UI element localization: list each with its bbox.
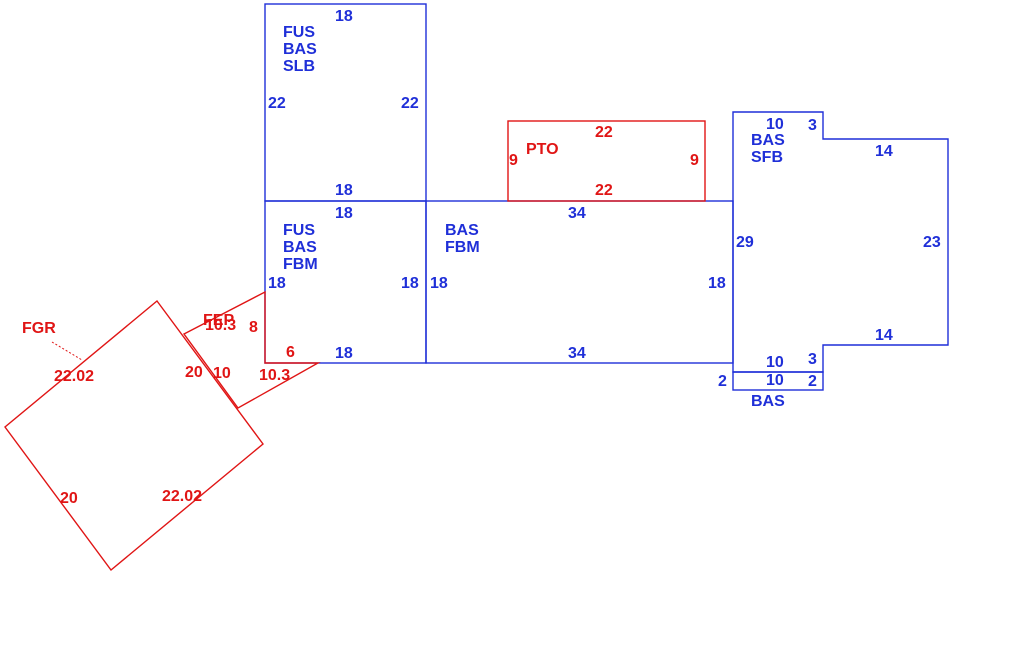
dimension-label: 22.02 bbox=[162, 488, 202, 505]
area-label: FEP bbox=[203, 312, 234, 329]
dimension-label: 18 bbox=[335, 182, 353, 199]
dimension-label: 10.3 bbox=[259, 367, 290, 384]
area-label: SFB bbox=[751, 149, 783, 166]
bas-small-area bbox=[732, 371, 824, 391]
area-label: PTO bbox=[526, 141, 559, 158]
dimension-label: 18 bbox=[708, 275, 726, 292]
area-label: BAS bbox=[751, 132, 785, 149]
dimension-label: 18 bbox=[335, 205, 353, 222]
pto-area bbox=[507, 120, 706, 202]
area-label: BAS bbox=[283, 239, 317, 256]
area-label: FGR bbox=[22, 320, 56, 337]
dimension-label: 6 bbox=[286, 344, 295, 361]
dimension-label: 3 bbox=[808, 117, 817, 134]
dimension-label: 22.02 bbox=[54, 368, 94, 385]
dimension-label: 9 bbox=[509, 152, 518, 169]
area-label: BAS bbox=[445, 222, 479, 239]
dimension-label: 22 bbox=[268, 95, 286, 112]
dimension-label: 2 bbox=[718, 373, 727, 390]
dimension-label: 22 bbox=[595, 124, 613, 141]
dimension-label: 9 bbox=[690, 152, 699, 169]
dimension-label: 18 bbox=[401, 275, 419, 292]
dimension-label: 8 bbox=[249, 319, 258, 336]
area-label: BAS bbox=[751, 393, 785, 410]
dimension-label: 10 bbox=[213, 365, 231, 382]
fgr-area bbox=[4, 299, 264, 572]
dimension-label: 34 bbox=[568, 345, 586, 362]
dimension-label: 22 bbox=[401, 95, 419, 112]
dimension-label: 34 bbox=[568, 205, 586, 222]
dimension-label: 14 bbox=[875, 327, 893, 344]
dimension-label: 29 bbox=[736, 234, 754, 251]
dimension-label: 20 bbox=[60, 490, 78, 507]
area-label: FBM bbox=[283, 256, 318, 273]
fgr-leader-line bbox=[51, 341, 83, 361]
dimension-label: 10 bbox=[766, 372, 784, 389]
dimension-label: 18 bbox=[268, 275, 286, 292]
dimension-label: 2 bbox=[808, 373, 817, 390]
dimension-label: 10.3 bbox=[205, 317, 236, 334]
dimension-label: 22 bbox=[595, 182, 613, 199]
area-label: FUS bbox=[283, 222, 315, 239]
dimension-label: 18 bbox=[335, 345, 353, 362]
area-label: BAS bbox=[283, 41, 317, 58]
dimension-label: 14 bbox=[875, 143, 893, 160]
dimension-label: 10 bbox=[766, 354, 784, 371]
dimension-label: 20 bbox=[185, 364, 203, 381]
area-label: FBM bbox=[445, 239, 480, 256]
dimension-label: 18 bbox=[335, 8, 353, 25]
dimension-label: 23 bbox=[923, 234, 941, 251]
dimension-label: 18 bbox=[430, 275, 448, 292]
dimension-label: 10 bbox=[766, 116, 784, 133]
area-label: SLB bbox=[283, 58, 315, 75]
fep-area bbox=[182, 290, 321, 409]
area-label: FUS bbox=[283, 24, 315, 41]
dimension-label: 3 bbox=[808, 351, 817, 368]
